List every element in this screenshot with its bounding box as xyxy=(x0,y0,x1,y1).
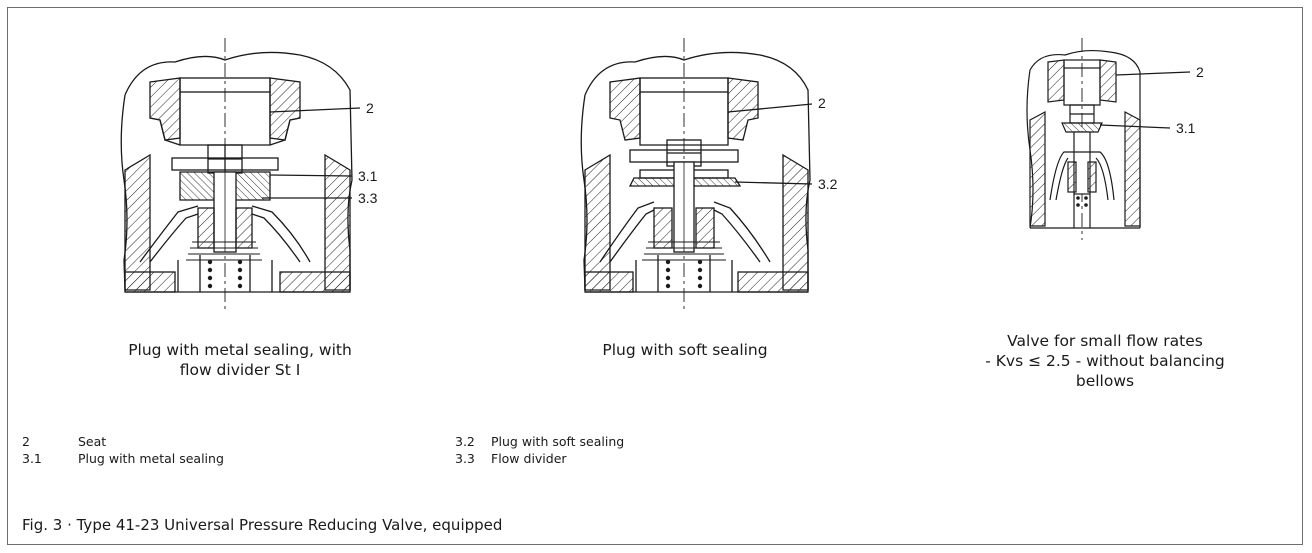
drawing-small-flow xyxy=(1026,38,1191,240)
legend-item: 3.1 Plug with metal sealing xyxy=(22,450,224,467)
legend-column-1: 2 Seat 3.1 Plug with metal sealing xyxy=(22,433,224,467)
legend-text: Plug with soft sealing xyxy=(491,434,625,449)
callout-d1-3-1: 3.1 xyxy=(358,168,378,184)
legend-text: Plug with metal sealing xyxy=(78,451,224,466)
callout-d1-2: 2 xyxy=(366,100,374,116)
legend-column-2: 3.2 Plug with soft sealing 3.3 Flow divi… xyxy=(455,433,624,467)
caption-metal-sealing: Plug with metal sealing, with flow divid… xyxy=(110,340,370,380)
legend-item: 3.2 Plug with soft sealing xyxy=(455,433,624,450)
caption-soft-sealing: Plug with soft sealing xyxy=(560,340,810,360)
drawing-metal-sealing xyxy=(120,38,361,312)
legend-text: Flow divider xyxy=(491,451,567,466)
figure-title: Fig. 3 · Type 41-23 Universal Pressure R… xyxy=(22,516,503,534)
legend-item: 3.3 Flow divider xyxy=(455,450,624,467)
figure-frame xyxy=(7,7,1303,545)
callout-d1-3-3: 3.3 xyxy=(358,190,378,206)
legend-number: 3.2 xyxy=(455,434,475,449)
legend-item: 2 Seat xyxy=(22,433,224,450)
caption-line: flow divider St I xyxy=(179,361,301,379)
caption-small-flow: Valve for small flow rates - Kvs ≤ 2.5 -… xyxy=(975,331,1235,391)
callout-d2-3-2: 3.2 xyxy=(818,176,838,192)
legend-text: Seat xyxy=(78,434,107,449)
callout-d2-2: 2 xyxy=(818,95,826,111)
caption-line: Valve for small flow rates xyxy=(1007,332,1203,350)
drawing-soft-sealing xyxy=(580,38,813,312)
callout-d3-3-1: 3.1 xyxy=(1176,120,1196,136)
caption-line: bellows xyxy=(1075,372,1135,390)
caption-line: Plug with soft sealing xyxy=(602,341,768,359)
caption-line: Plug with metal sealing, with xyxy=(128,341,352,359)
caption-line: - Kvs ≤ 2.5 - without balancing xyxy=(985,352,1225,370)
legend-number: 3.1 xyxy=(22,451,42,466)
legend-number: 3.3 xyxy=(455,451,475,466)
legend-number: 2 xyxy=(22,434,30,449)
callout-d3-2: 2 xyxy=(1196,64,1204,80)
